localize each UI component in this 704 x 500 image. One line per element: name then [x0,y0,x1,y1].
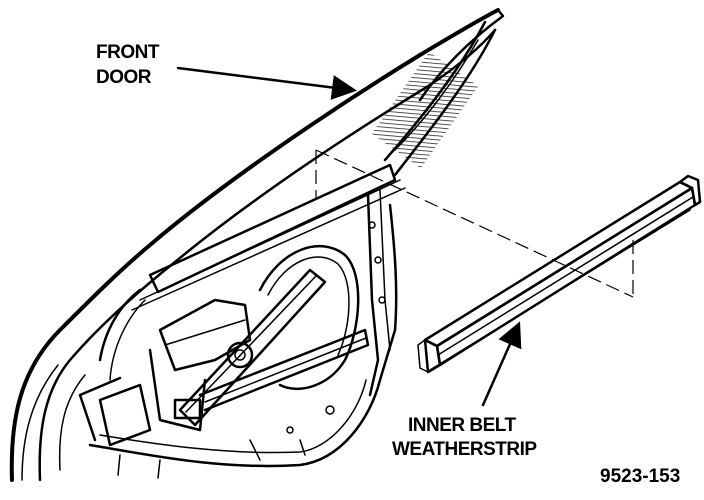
inner-belt-weatherstrip-part [417,174,702,374]
projection-guides [315,149,634,298]
front-door-label-line2: DOOR [96,67,152,88]
weatherstrip-leader-arrow [481,321,522,407]
weatherstrip-label-line1: INNER BELT [408,415,516,436]
window-regulator [148,268,370,432]
front-door-leader-arrow [176,66,357,100]
front-door-drawing [9,8,505,482]
weatherstrip-label-line2: WEATHERSTRIP [392,439,537,460]
front-door-label-line1: FRONT [96,42,160,63]
figure-number: 9523-153 [600,466,680,487]
